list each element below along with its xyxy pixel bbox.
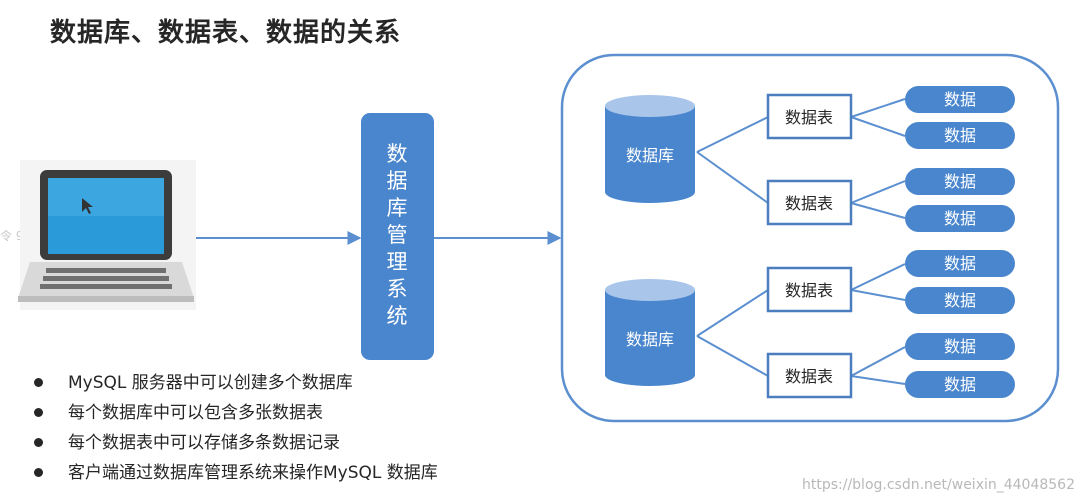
database-cylinder: 数据库	[605, 95, 695, 203]
dbms-box	[361, 113, 434, 360]
dbms-char: 系	[387, 277, 408, 301]
data-label: 数据	[944, 90, 976, 109]
list-item-text: MySQL 服务器中可以创建多个数据库	[68, 373, 353, 393]
dbms-char: 库	[387, 196, 408, 220]
data-record-pill: 数据	[905, 122, 1015, 149]
data-record-pill: 数据	[905, 205, 1015, 232]
list-item-text: 每个数据表中可以存储多条数据记录	[68, 433, 340, 453]
table-label: 数据表	[785, 194, 833, 213]
dbms-char: 据	[387, 169, 408, 193]
data-label: 数据	[944, 291, 976, 310]
data-record-pill: 数据	[905, 287, 1015, 314]
bullet-dot-icon	[34, 468, 43, 477]
cursor-icon	[82, 198, 93, 214]
dbms-char: 理	[387, 250, 408, 274]
source-watermark: https://blog.csdn.net/weixin_44048562	[801, 477, 1075, 493]
page-title: 数据库、数据表、数据的关系	[50, 18, 402, 48]
list-item: 每个数据表中可以存储多条数据记录	[34, 428, 438, 458]
data-label: 数据	[944, 172, 976, 191]
data-record-pill: 数据	[905, 168, 1015, 195]
list-item: 客户端通过数据库管理系统来操作MySQL 数据库	[34, 458, 438, 488]
table-label: 数据表	[785, 108, 833, 127]
data-label: 数据	[944, 337, 976, 356]
database-cylinder: 数据库	[605, 279, 695, 386]
data-record-pill: 数据	[905, 371, 1015, 398]
data-record-pill: 数据	[905, 86, 1015, 113]
dbms-char: 统	[387, 304, 408, 328]
dbms-char: 数	[387, 142, 408, 166]
data-record-pill: 数据	[905, 333, 1015, 360]
database-label: 数据库	[626, 330, 674, 349]
list-item-text: 客户端通过数据库管理系统来操作MySQL 数据库	[68, 463, 438, 483]
table-label: 数据表	[785, 281, 833, 300]
data-table-box: 数据表	[766, 266, 853, 313]
bullet-dot-icon	[34, 438, 43, 447]
bullet-dot-icon	[34, 408, 43, 417]
data-table-box: 数据表	[766, 179, 853, 226]
data-table-box: 数据表	[766, 352, 853, 399]
data-label: 数据	[944, 254, 976, 273]
explanation-list: MySQL 服务器中可以创建多个数据库 每个数据库中可以包含多张数据表 每个数据…	[34, 368, 438, 488]
table-label: 数据表	[785, 367, 833, 386]
data-label: 数据	[944, 375, 976, 394]
database-label: 数据库	[626, 146, 674, 165]
dbms-char: 管	[387, 223, 408, 247]
data-label: 数据	[944, 126, 976, 145]
list-item-text: 每个数据库中可以包含多张数据表	[68, 403, 323, 423]
list-item: MySQL 服务器中可以创建多个数据库	[34, 368, 438, 398]
bullet-dot-icon	[34, 378, 43, 387]
mysql-server-container	[560, 53, 1060, 423]
connector-lines	[696, 98, 906, 385]
data-table-box: 数据表	[766, 93, 853, 140]
data-label: 数据	[944, 209, 976, 228]
data-record-pill: 数据	[905, 250, 1015, 277]
list-item: 每个数据库中可以包含多张数据表	[34, 398, 438, 428]
laptop-icon	[18, 160, 196, 310]
